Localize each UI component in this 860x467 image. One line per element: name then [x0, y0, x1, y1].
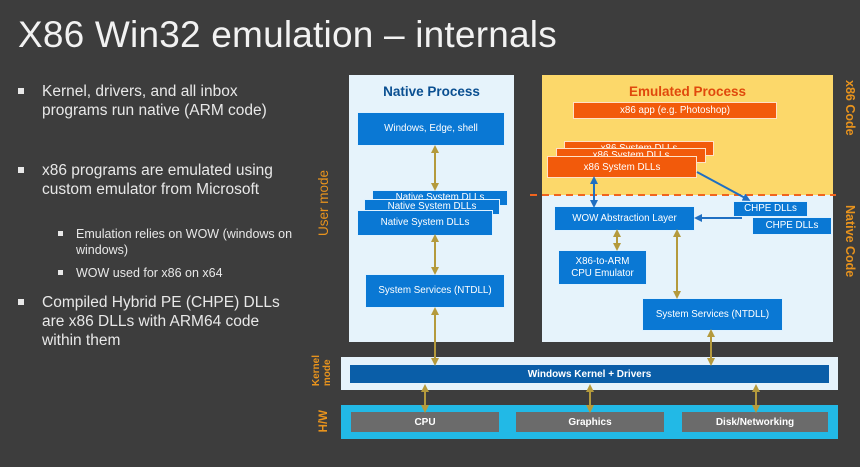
x86-dlls-box: x86 System DLLs: [547, 156, 697, 178]
bullet-text: Compiled Hybrid PE (CHPE) DLLs are x86 D…: [42, 294, 280, 349]
emulated-process-panel: Emulated Process x86 app (e.g. Photoshop…: [542, 75, 833, 342]
chpe-dlls-box: CHPE DLLs: [733, 201, 808, 217]
native-code-label: Native Code: [843, 205, 857, 278]
windows-kernel-drivers-bar: Windows Kernel + Drivers: [350, 365, 829, 383]
bullet-square-icon: [58, 270, 63, 275]
windows-shell-box: Windows, Edge, shell: [357, 112, 505, 146]
chpe-dlls-box: CHPE DLLs: [752, 217, 832, 235]
disk-networking-box: Disk/Networking: [682, 412, 828, 432]
native-system-services-box: System Services (NTDLL): [365, 274, 505, 308]
bullet-text: Kernel, drivers, and all inbox programs …: [42, 83, 267, 119]
bullet-square-icon: [58, 231, 63, 236]
emulated-process-title: Emulated Process: [628, 84, 747, 99]
cpu-box: CPU: [351, 412, 499, 432]
bullet-text: Emulation relies on WOW (windows on wind…: [76, 227, 293, 257]
cpu-emulator-line2: CPU Emulator: [571, 267, 634, 279]
slide-title: X86 Win32 emulation – internals: [18, 14, 557, 55]
cpu-emulator-line1: X86-to-ARM: [575, 255, 630, 267]
bullet-square-icon: [18, 299, 24, 305]
bullet-text: WOW used for x86 on x64: [76, 266, 223, 280]
native-process-panel: Native Process Windows, Edge, shell Nati…: [349, 75, 514, 342]
arrow-x86dlls-chpe: [696, 171, 751, 201]
bullet-square-icon: [18, 88, 24, 94]
x86-code-label: x86 Code: [843, 80, 857, 136]
bullet-text: x86 programs are emulated using custom e…: [42, 162, 273, 198]
native-process-title: Native Process: [383, 84, 480, 99]
x86-app-box: x86 app (e.g. Photoshop): [573, 102, 777, 119]
bullet-square-icon: [18, 167, 24, 173]
cpu-emulator-box: X86-to-ARM CPU Emulator: [558, 250, 647, 285]
native-dlls-box: Native System DLLs: [357, 210, 493, 236]
graphics-box: Graphics: [516, 412, 664, 432]
emulated-system-services-box: System Services (NTDLL): [642, 298, 783, 331]
